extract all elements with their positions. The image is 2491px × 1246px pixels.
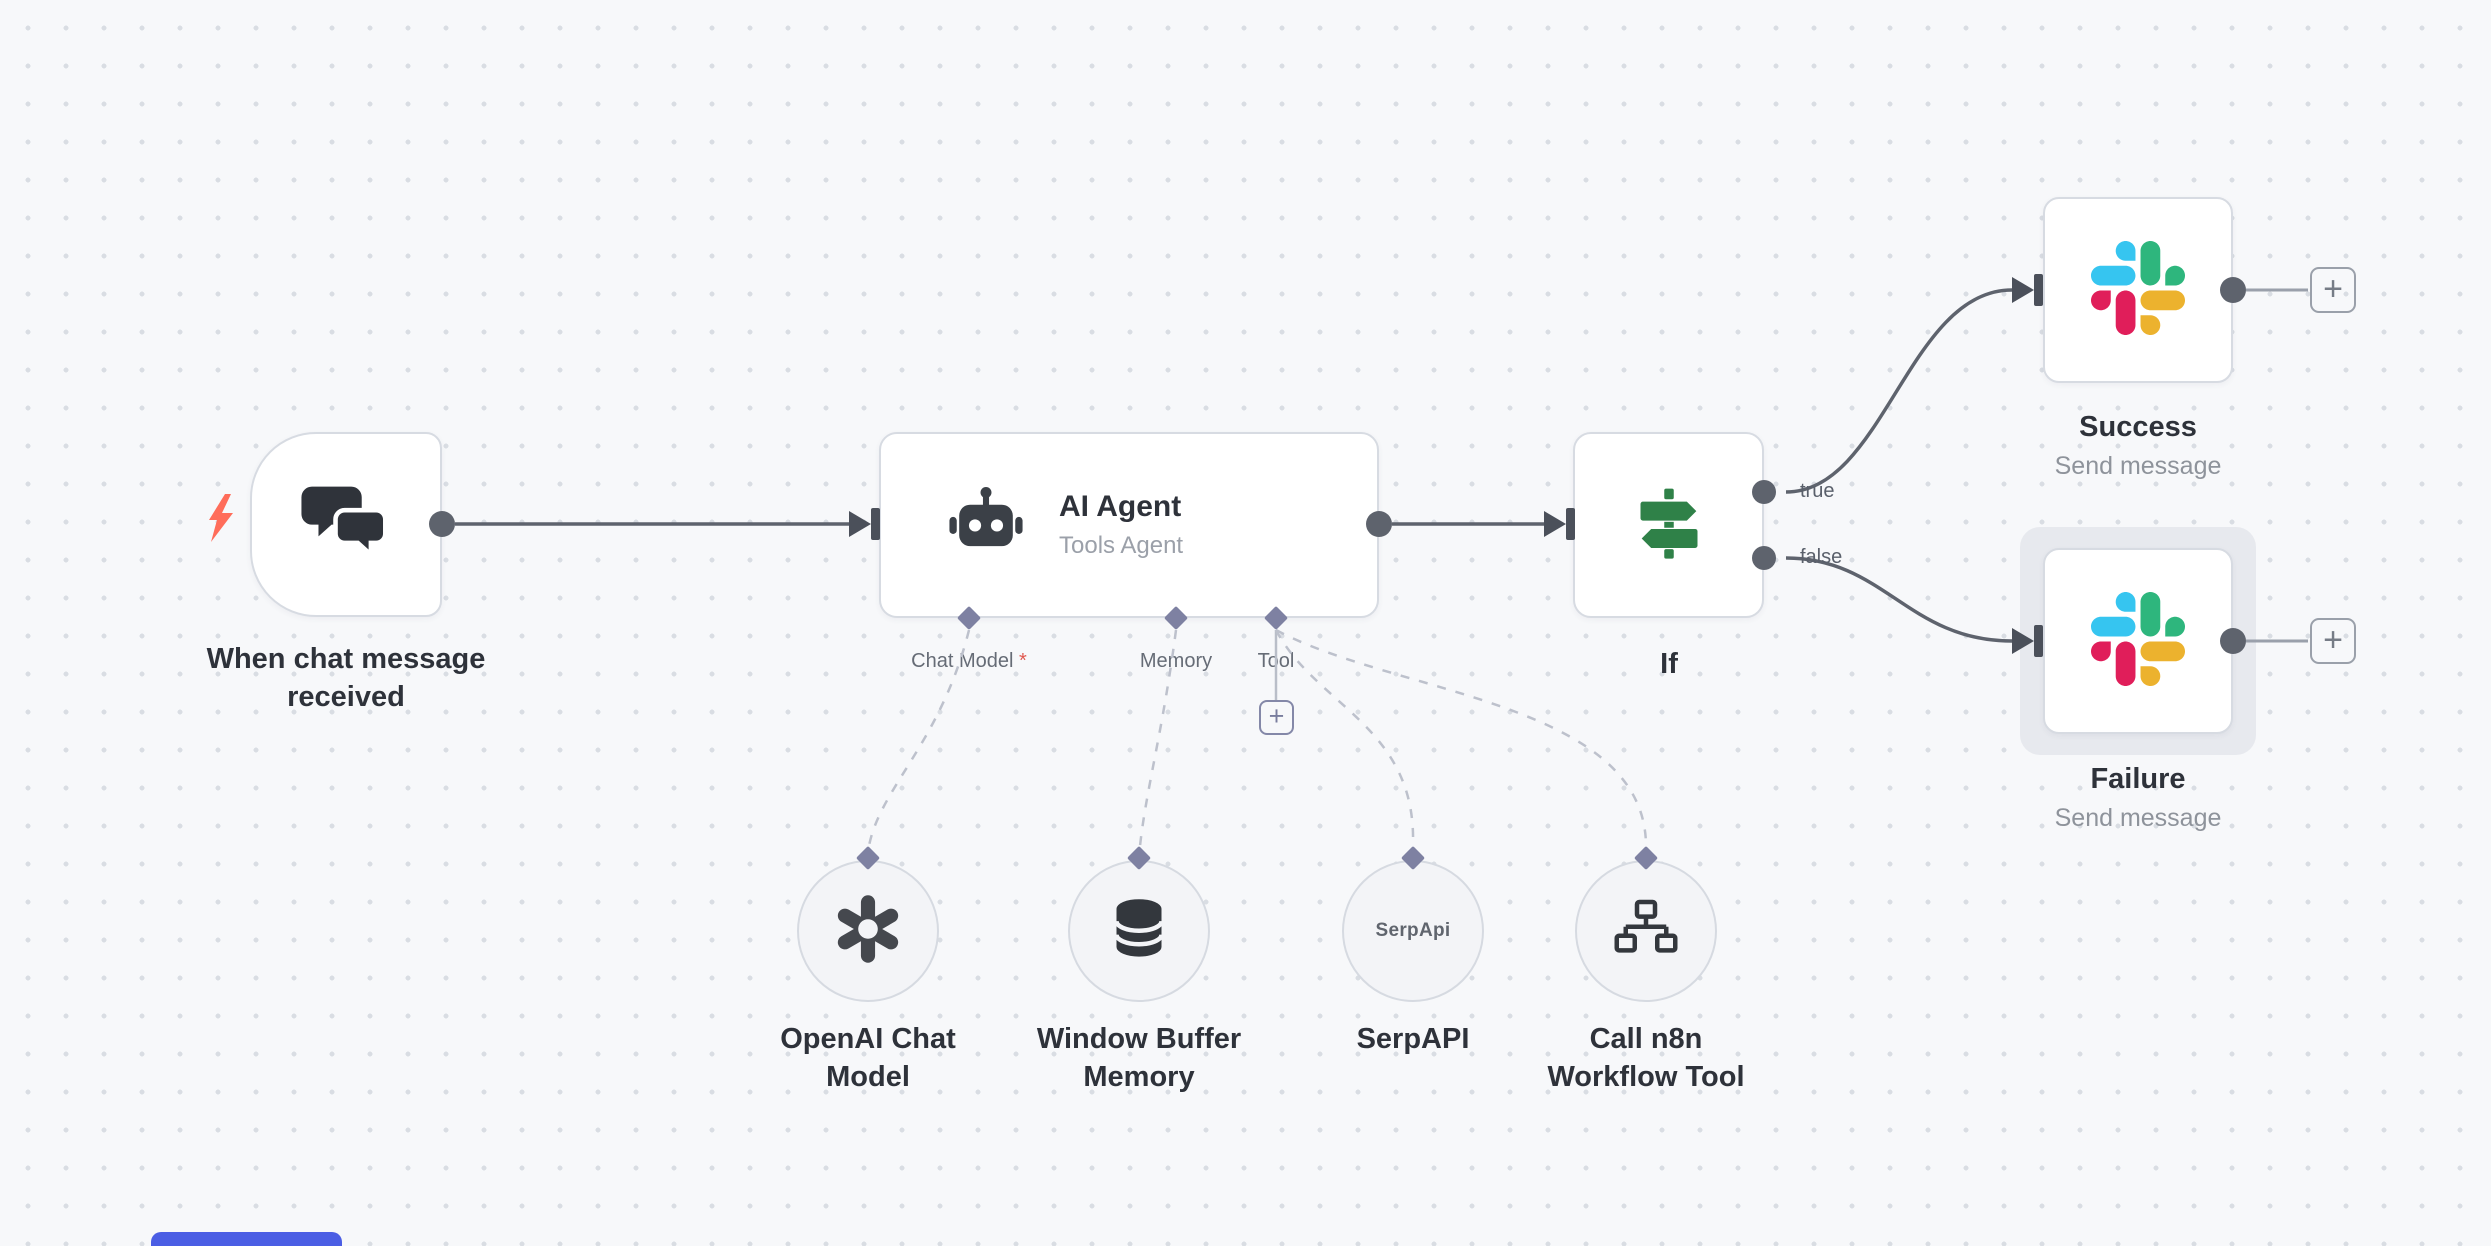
node-success[interactable]	[2043, 197, 2233, 383]
input-port-if[interactable]	[1544, 511, 1566, 537]
slack-icon	[2091, 240, 2185, 340]
add-node-after-success-button[interactable]: +	[2310, 267, 2356, 313]
signpost-icon	[1631, 485, 1707, 566]
success-node-label: Success Send message	[2028, 408, 2248, 483]
port-label-chat-model: Chat Model *	[911, 650, 1027, 672]
database-icon	[1103, 893, 1175, 970]
serpapi-logo-text: SerpApi	[1375, 920, 1451, 941]
success-node-subtitle: Send message	[2054, 452, 2222, 480]
trigger-node-label: When chat message received	[206, 643, 486, 713]
lightning-bolt-icon	[205, 494, 237, 559]
port-label-memory: Memory	[1139, 650, 1213, 672]
agent-node-title: AI Agent	[1059, 490, 1182, 523]
node-serpapi[interactable]: SerpApi	[1342, 860, 1484, 1002]
memory-node-label: Window Buffer Memory	[1036, 1023, 1242, 1093]
add-node-after-failure-button[interactable]: +	[2310, 618, 2356, 664]
if-output-true-label: true	[1800, 480, 1835, 502]
n8n-tool-node-label: Call n8n Workflow Tool	[1547, 1023, 1745, 1093]
if-node-label: If	[1660, 648, 1678, 680]
node-ai-agent[interactable]: AI Agent Tools Agent	[879, 432, 1379, 618]
input-port-success[interactable]	[2012, 277, 2034, 303]
node-if[interactable]	[1573, 432, 1764, 618]
agent-node-subtitle: Tools Agent	[1059, 532, 1184, 559]
node-window-buffer-memory[interactable]	[1068, 860, 1210, 1002]
edge-if-true-to-success[interactable]	[1785, 288, 2013, 494]
open-chat-button-edge[interactable]	[151, 1232, 342, 1246]
openai-icon	[831, 892, 905, 971]
port-label-tool: Tool	[1257, 650, 1295, 672]
node-call-n8n-workflow-tool[interactable]	[1575, 860, 1717, 1002]
openai-node-label: OpenAI Chat Model	[780, 1023, 956, 1093]
chat-icon	[300, 484, 392, 565]
sitemap-icon	[1610, 893, 1682, 970]
node-chat-trigger[interactable]	[250, 432, 442, 617]
plus-icon: +	[2323, 269, 2343, 308]
plus-icon: +	[2323, 620, 2343, 659]
node-openai-chat-model[interactable]	[797, 860, 939, 1002]
edge-tool-to-n8n-tool[interactable]	[1275, 628, 1648, 845]
required-marker: *	[1019, 650, 1027, 672]
node-failure[interactable]	[2043, 548, 2233, 734]
failure-node-label: Failure Send message	[2028, 760, 2248, 835]
failure-node-subtitle: Send message	[2054, 804, 2222, 832]
add-tool-button[interactable]: +	[1259, 700, 1294, 735]
input-bar-success	[2034, 274, 2043, 306]
edge-if-false-to-failure[interactable]	[1785, 556, 2013, 643]
plus-icon: +	[1268, 701, 1285, 731]
slack-icon	[2091, 591, 2185, 691]
serpapi-node-label: SerpAPI	[1356, 1023, 1470, 1055]
robot-icon	[947, 484, 1025, 567]
if-output-false-label: false	[1800, 546, 1843, 568]
input-port-agent[interactable]	[849, 511, 871, 537]
